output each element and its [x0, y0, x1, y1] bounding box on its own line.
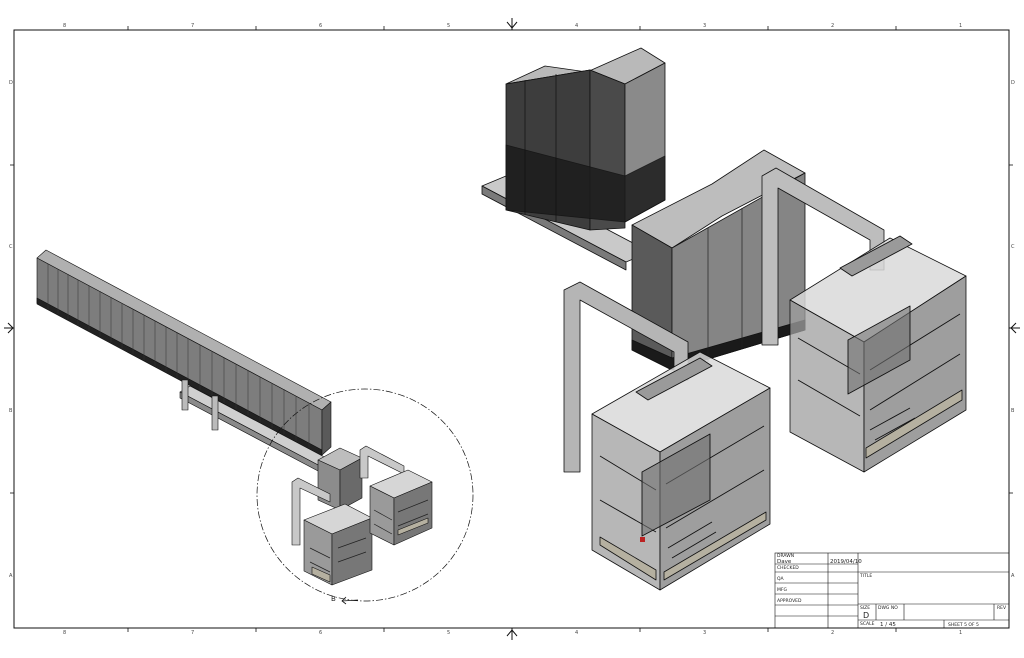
- title-block: [774, 552, 1010, 629]
- zone-label: A: [1011, 573, 1015, 579]
- zone-label: 7: [191, 23, 194, 29]
- zone-label: C: [9, 244, 13, 250]
- support-arch: [359, 445, 405, 479]
- qa-label: QA: [777, 576, 785, 582]
- upper-cabinet-base: [505, 144, 666, 223]
- zone-label: 6: [319, 23, 322, 29]
- cabinet-row-front: [36, 257, 323, 456]
- server-stack-side: [339, 457, 363, 511]
- cabinet-row-dividers: [47, 264, 310, 448]
- checked-label: CHECKED: [777, 565, 799, 571]
- zone-label: 1: [959, 23, 962, 29]
- drawn-by: Dave: [777, 559, 792, 565]
- upper-cabinet-dividers: [524, 74, 557, 222]
- drawn-label: DRAWN: [777, 553, 794, 559]
- zone-label: 5: [447, 630, 450, 636]
- support-arch-left: [563, 281, 689, 473]
- detail-callout: B: [256, 388, 474, 605]
- size-value: D: [863, 611, 869, 620]
- zone-label: D: [9, 80, 13, 86]
- overall-isometric-view: [36, 249, 433, 586]
- zone-labels-bottom: 8 7 6 5 4 3 2 1: [63, 630, 962, 636]
- zone-label: 8: [63, 23, 66, 29]
- zone-labels-right: D C B A: [1011, 80, 1015, 579]
- zone-label: 2: [831, 23, 834, 29]
- enclosure-small-right: [369, 469, 433, 546]
- zone-label: 4: [575, 630, 578, 636]
- detail-label: B: [331, 595, 336, 603]
- drawn-date: 2019/04/10: [830, 559, 862, 565]
- zone-labels-top: 8 7 6 5 4 3 2 1: [63, 23, 962, 29]
- mfg-label: MFG: [777, 587, 787, 593]
- zone-label: D: [1011, 80, 1015, 86]
- title-block-text: DRAWN Dave 2019/04/10 CHECKED TITLE QA M…: [777, 553, 1007, 628]
- detail-circle: [256, 388, 474, 602]
- zone-label: 8: [63, 630, 66, 636]
- scale-value: 1 / 45: [880, 622, 896, 628]
- detail-arrow: [341, 596, 359, 605]
- rail-post: [211, 395, 219, 431]
- zone-label: 1: [959, 630, 962, 636]
- rail-post: [181, 379, 189, 411]
- zone-label: 3: [703, 23, 706, 29]
- zone-label: 5: [447, 23, 450, 29]
- enclosure-left: [591, 351, 771, 591]
- enclosure-right: [789, 235, 967, 473]
- approved-label: APPROVED: [777, 598, 802, 604]
- sheet-number: SHEET 5 OF 5: [948, 622, 979, 628]
- detail-isometric-view: [481, 47, 967, 591]
- zone-label: B: [9, 408, 13, 414]
- zone-label: 4: [575, 23, 578, 29]
- zone-labels-left: D C B A: [9, 80, 13, 579]
- zone-label: 6: [319, 630, 322, 636]
- rev-label: REV: [997, 605, 1007, 611]
- cabinet-row-end: [321, 401, 332, 456]
- title-label: TITLE: [859, 573, 872, 579]
- zone-tick-marks: [10, 26, 1013, 632]
- zone-label: C: [1011, 244, 1015, 250]
- support-arch: [291, 477, 331, 546]
- size-label: SIZE: [860, 605, 870, 611]
- enclosure-small-left: [303, 503, 373, 586]
- zone-label: A: [9, 573, 13, 579]
- zone-label: B: [1011, 408, 1015, 414]
- centering-arrows: [4, 18, 1020, 640]
- zone-label: 7: [191, 630, 194, 636]
- dwg-no-label: DWG NO: [878, 605, 898, 611]
- red-marker: [640, 537, 645, 542]
- zone-label: 3: [703, 630, 706, 636]
- zone-label: 2: [831, 630, 834, 636]
- scale-label: SCALE: [860, 621, 875, 627]
